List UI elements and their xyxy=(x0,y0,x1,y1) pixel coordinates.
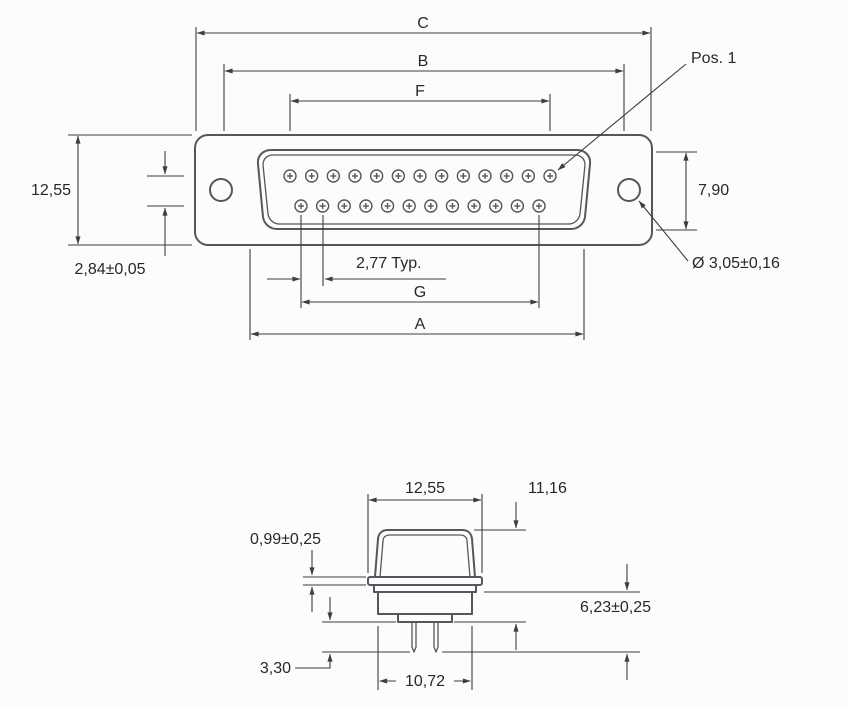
shell-width-label: 12,55 xyxy=(405,480,445,497)
contact-pin xyxy=(445,199,460,213)
contact-pin xyxy=(402,199,416,213)
pos1-label: Pos. 1 xyxy=(691,50,736,67)
pin-row-top xyxy=(283,169,557,183)
insulator-step xyxy=(397,613,453,623)
contact-pin xyxy=(434,169,449,183)
dimension-b: B xyxy=(223,53,625,131)
dim-f-label: F xyxy=(415,83,425,100)
contact-pin xyxy=(391,169,406,183)
pos1-callout: Pos. 1 xyxy=(557,50,736,171)
pin-length-label: 3,30 xyxy=(260,660,291,677)
contact-pin xyxy=(489,199,503,213)
contact-pin xyxy=(478,169,492,183)
contact-pin xyxy=(337,199,351,213)
insert-height-label: 7,90 xyxy=(698,182,729,199)
contact-pin xyxy=(294,199,308,213)
insulator-body xyxy=(377,591,473,615)
contact-pin xyxy=(521,169,536,183)
mounting-flange xyxy=(367,576,483,586)
solder-pin-right xyxy=(433,622,439,653)
dimension-rear-depth: 6,23±0,25 xyxy=(442,564,651,680)
contact-pin xyxy=(380,199,395,213)
dimension-row-offset: 2,84±0,05 xyxy=(74,151,184,278)
dimension-pin-length: 3,30 xyxy=(260,597,410,677)
d-shroud-outer xyxy=(256,149,592,230)
dim-b-label: B xyxy=(418,53,429,70)
dimension-body-width: 10,72 xyxy=(377,626,473,690)
contact-pin xyxy=(499,169,514,183)
contact-pin xyxy=(359,199,373,213)
contact-pin xyxy=(456,169,471,183)
mounting-hole-left xyxy=(209,178,233,202)
d-shroud-inner xyxy=(262,154,586,225)
body-width-label: 10,72 xyxy=(405,673,445,690)
side-shroud-outer xyxy=(374,529,476,578)
dim-c-label: C xyxy=(417,15,429,32)
contact-pin xyxy=(543,169,557,183)
dimension-pin-pitch: 2,77 Typ. xyxy=(267,215,446,308)
contact-pin xyxy=(369,169,384,183)
pin-row-bottom xyxy=(294,199,546,213)
dimension-arrow-leader xyxy=(295,653,333,669)
dim-a-label: A xyxy=(415,316,426,333)
contact-pin xyxy=(348,169,362,183)
pin-pitch-label: 2,77 Typ. xyxy=(356,255,422,272)
dimension-c: C xyxy=(195,15,652,131)
contact-pin xyxy=(283,169,297,183)
overall-height-label: 12,55 xyxy=(31,182,71,199)
contact-pin xyxy=(315,199,330,213)
dim-g-label: G xyxy=(414,284,426,301)
leader-line xyxy=(557,63,687,171)
dimension-a: A xyxy=(249,249,585,340)
dimension-insert-height: 7,90 xyxy=(656,151,729,231)
rear-depth-label: 6,23±0,25 xyxy=(580,599,651,616)
contact-pin xyxy=(326,169,341,183)
dimension-overall-depth: 11,16 xyxy=(454,480,567,650)
mounting-hole-right xyxy=(617,178,641,202)
flange-spacer xyxy=(373,584,477,593)
hole-diameter-callout: Ø 3,05±0,16 xyxy=(638,200,780,272)
contact-pin xyxy=(413,169,427,183)
dimension-f: F xyxy=(289,83,551,131)
hole-diameter-label: Ø 3,05±0,16 xyxy=(692,255,780,272)
solder-pin-left xyxy=(411,622,417,653)
contact-pin xyxy=(467,199,481,213)
overall-depth-label: 11,16 xyxy=(528,480,567,497)
contact-pin xyxy=(424,199,438,213)
dimension-flange-thickness: 0,99±0,25 xyxy=(250,531,366,612)
dimension-g: G xyxy=(301,215,540,308)
side-shroud-inner xyxy=(379,534,471,578)
leader-line xyxy=(638,200,689,262)
front-view: C B F Pos. 1 12,55 xyxy=(31,15,780,340)
dimension-overall-height: 12,55 xyxy=(31,134,192,246)
row-offset-label: 2,84±0,05 xyxy=(74,261,145,278)
contact-pin xyxy=(532,199,546,213)
connector-body-outline xyxy=(194,134,653,246)
side-view: 12,55 11,16 6,23±0,25 0,99±0,25 xyxy=(250,480,651,690)
flange-thickness-label: 0,99±0,25 xyxy=(250,531,321,548)
dimension-shell-width: 12,55 xyxy=(367,480,483,573)
contact-pin xyxy=(510,199,525,213)
contact-pin xyxy=(304,169,319,183)
